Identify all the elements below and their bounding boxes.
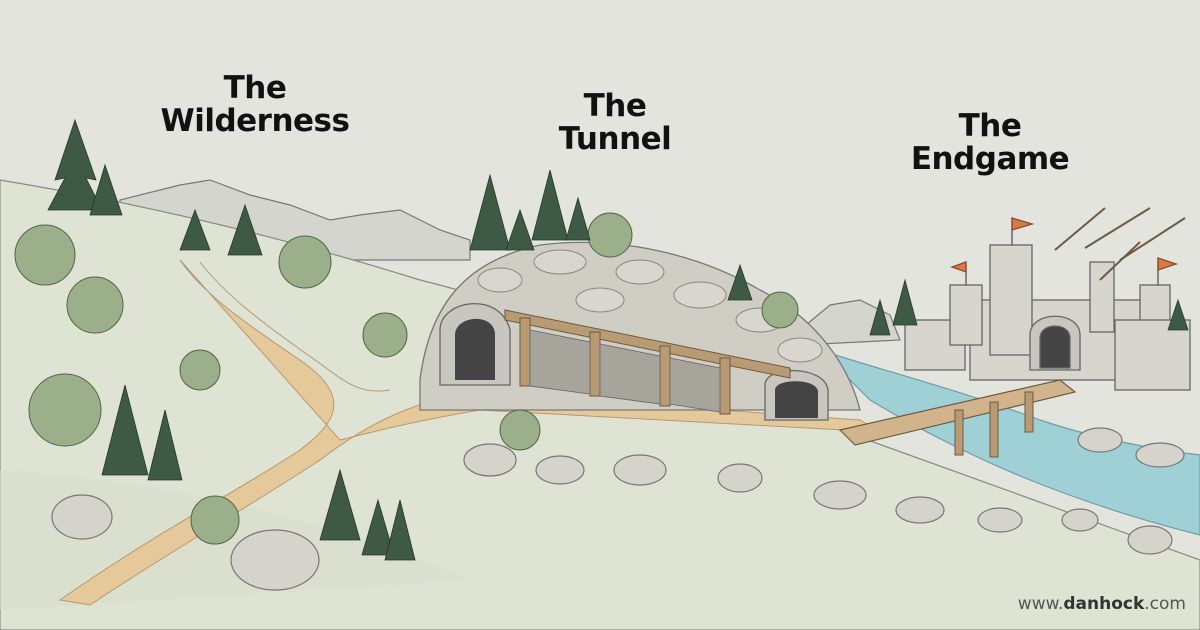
castle	[904, 217, 1191, 391]
label-endgame-line1: The	[958, 108, 1022, 144]
site-watermark: www.danhock.com	[1018, 594, 1186, 614]
tunnel	[439, 303, 829, 421]
watermark-brand: danhock	[1063, 594, 1145, 614]
arrows	[1054, 207, 1186, 281]
dirt-path	[58, 259, 881, 606]
watermark-suffix: .com	[1144, 594, 1186, 614]
label-wilderness-line1: The	[223, 70, 287, 106]
drawbridge	[838, 379, 1077, 458]
label-endgame-line2: Endgame	[910, 141, 1070, 177]
river	[819, 349, 1200, 536]
boulders	[51, 427, 1185, 591]
trees	[14, 212, 799, 545]
label-wilderness: The Wilderness	[140, 72, 370, 138]
label-tunnel: The Tunnel	[540, 90, 690, 156]
label-tunnel-line2: Tunnel	[558, 121, 672, 157]
label-wilderness-line2: Wilderness	[160, 103, 350, 139]
pine-trees	[47, 118, 1189, 561]
watermark-prefix: www.	[1017, 594, 1064, 614]
label-tunnel-line1: The	[583, 88, 647, 124]
label-endgame: The Endgame	[890, 110, 1090, 176]
